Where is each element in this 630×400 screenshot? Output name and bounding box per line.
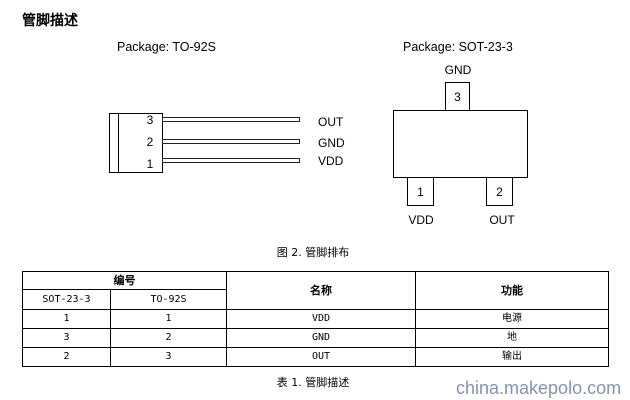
table-header-row: 编号 名称 功能 bbox=[22, 271, 609, 310]
figure-caption: 图 2. 管脚排布 bbox=[276, 246, 350, 259]
function-header: 功能 bbox=[415, 271, 609, 310]
to92s-column-header: TO-92S bbox=[110, 289, 227, 310]
sot23-pin-name: VDD bbox=[408, 213, 434, 227]
site-watermark: china.makepolo.com bbox=[456, 378, 622, 398]
pin-number-group-header: 编号 bbox=[22, 271, 227, 290]
table-row: 1 1 VDD 电源 bbox=[22, 309, 609, 329]
to92s-pin-cell: 1 bbox=[110, 309, 227, 329]
section-heading: 管脚描述 bbox=[22, 13, 78, 29]
sot23-pin-cell: 3 bbox=[22, 328, 111, 348]
table-row: 2 3 OUT 输出 bbox=[22, 347, 609, 367]
sot23-pin-3: 3 bbox=[445, 82, 470, 111]
pin-name-cell: VDD bbox=[226, 309, 416, 329]
to92s-lead-2 bbox=[162, 139, 300, 144]
pin-name-cell: OUT bbox=[226, 347, 416, 367]
table-subheader-row: SOT-23-3 TO-92S bbox=[22, 289, 609, 310]
sot23-pin-number: 1 bbox=[417, 184, 424, 199]
sot23-pin-name: OUT bbox=[489, 213, 515, 227]
sot23-pin-number: 2 bbox=[496, 184, 503, 199]
to92s-package-label: Package: TO-92S bbox=[117, 40, 216, 54]
table-caption: 表 1. 管脚描述 bbox=[276, 376, 350, 389]
sot23-pin-cell: 1 bbox=[22, 309, 111, 329]
table-row: 3 2 GND 地 bbox=[22, 328, 609, 348]
sot23-body bbox=[393, 110, 528, 178]
to92s-pin-number: 3 bbox=[146, 113, 154, 127]
sot23-pin-1: 1 bbox=[407, 177, 434, 206]
sot23-pin-name: GND bbox=[444, 63, 472, 77]
sot23-pin-2: 2 bbox=[486, 177, 513, 206]
to92s-lead-3 bbox=[162, 117, 300, 122]
sot23-pin-cell: 2 bbox=[22, 347, 111, 367]
to92s-pin-cell: 2 bbox=[110, 328, 227, 348]
pin-function-cell: 输出 bbox=[415, 347, 609, 367]
to92s-flat-side bbox=[118, 114, 119, 172]
to92s-pin-number: 1 bbox=[146, 157, 154, 171]
pin-function-cell: 电源 bbox=[415, 309, 609, 329]
to92s-pin-name: VDD bbox=[318, 154, 344, 168]
pin-function-cell: 地 bbox=[415, 328, 609, 348]
to92s-pin-cell: 3 bbox=[110, 347, 227, 367]
to92s-pin-name: OUT bbox=[318, 115, 344, 129]
name-header: 名称 bbox=[226, 271, 416, 310]
pin-name-cell: GND bbox=[226, 328, 416, 348]
to92s-pin-name: GND bbox=[318, 136, 345, 150]
to92s-lead-1 bbox=[162, 158, 300, 163]
sot23-pin-number: 3 bbox=[454, 89, 461, 104]
to92s-pin-number: 2 bbox=[146, 135, 154, 149]
pin-table: 编号 名称 功能 SOT-23-3 TO-92S 1 1 VDD 电源 3 2 … bbox=[22, 271, 609, 367]
sot23-package-label: Package: SOT-23-3 bbox=[403, 40, 513, 54]
sot23-column-header: SOT-23-3 bbox=[22, 289, 111, 310]
